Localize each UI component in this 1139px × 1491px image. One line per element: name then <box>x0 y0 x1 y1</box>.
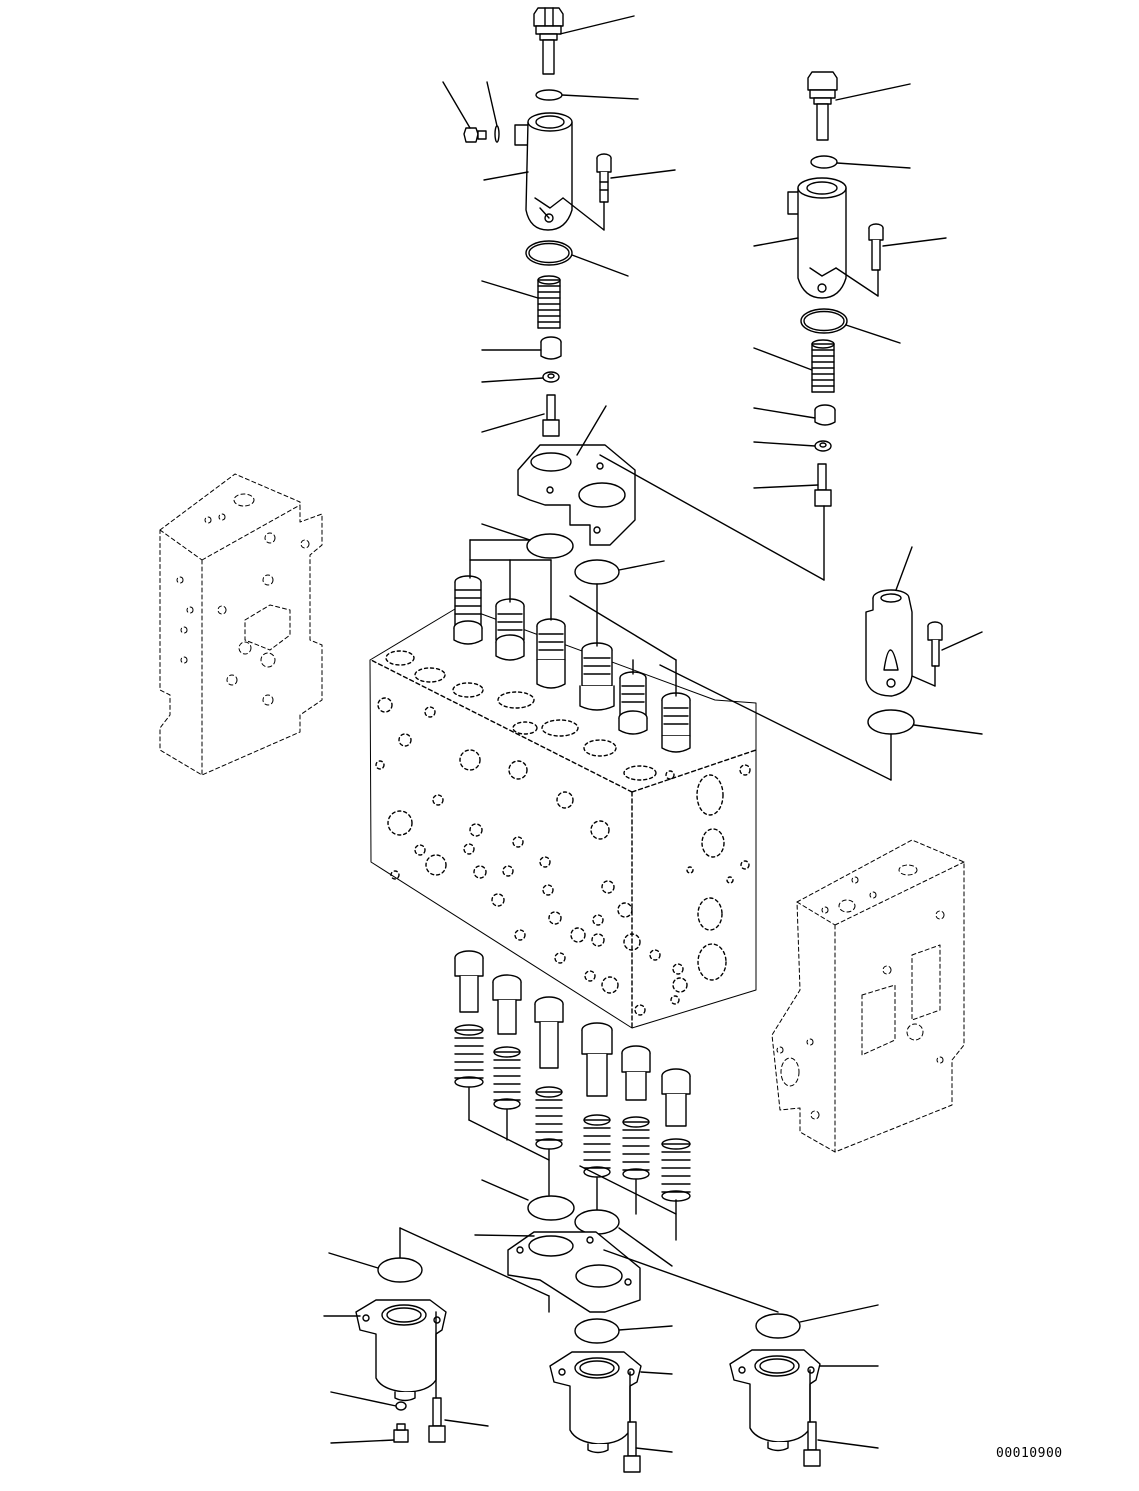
assembly-lines-lower <box>468 1087 677 1241</box>
socket-bolt <box>596 153 612 203</box>
lower-cover-cap-center <box>549 1351 642 1454</box>
spring-lower-6 <box>661 1138 691 1202</box>
end-cover-left <box>159 473 323 776</box>
lower-cover-cap-right <box>729 1349 821 1452</box>
spring-lower-4 <box>583 1114 611 1178</box>
spool-top-5 <box>618 671 648 735</box>
small-valve-right <box>659 546 983 781</box>
drawing-number: 00010900 <box>996 1446 1063 1461</box>
bolt-lower-center <box>623 1421 641 1473</box>
relief-valve-body <box>514 112 573 231</box>
washer-right <box>814 440 832 452</box>
lower-springs <box>454 1024 691 1202</box>
bolt-lower-right <box>803 1421 821 1467</box>
end-cover-right <box>771 839 965 1153</box>
bolt-lower-left <box>428 1397 446 1443</box>
callout-lines-lower <box>323 1179 879 1453</box>
plug-lower-left <box>393 1401 409 1443</box>
valve-spring <box>537 275 561 329</box>
spool-top-6 <box>661 692 691 753</box>
spool-top-3 <box>536 618 566 689</box>
retainer-bolt <box>542 394 560 437</box>
relief-plug-right <box>807 71 838 141</box>
lower-bolts <box>393 1397 821 1473</box>
spring-lower-2 <box>493 1046 521 1110</box>
o-ring-large-right-inner <box>803 310 845 332</box>
o-ring-large-right <box>800 308 848 334</box>
o-ring-top <box>535 89 563 101</box>
spool-lower-3 <box>534 996 564 1069</box>
o-ring-small-valve <box>867 709 915 735</box>
spool-top-1 <box>453 575 483 645</box>
spring-seat <box>540 336 562 360</box>
relief-valve-assembly-right <box>599 71 947 581</box>
spring-lower-1 <box>454 1024 484 1088</box>
o-ring-lower-a <box>527 1195 575 1221</box>
main-valve-block-ports <box>375 650 751 1016</box>
spool-lower-6 <box>661 1068 691 1127</box>
relief-valve-body-right <box>787 177 847 299</box>
o-ring-lower-d <box>377 1257 423 1283</box>
socket-bolt-right <box>868 223 884 271</box>
callout-lines-top <box>442 15 676 571</box>
spool-lower-1 <box>454 950 484 1013</box>
o-ring-large <box>525 240 573 266</box>
washer <box>542 371 560 383</box>
o-ring-lower-c <box>574 1318 620 1344</box>
breather-fitting <box>463 125 500 143</box>
manifold-plate-lower <box>507 1231 641 1313</box>
spool-lower-2 <box>492 974 522 1035</box>
spring-seat-right <box>814 404 836 426</box>
callout-lines-small-valve <box>659 546 983 781</box>
assembly-lines-upper <box>469 539 677 697</box>
callout-lines-right <box>599 83 947 581</box>
small-valve-body <box>865 589 913 697</box>
spring-lower-5 <box>622 1116 650 1180</box>
valve-spring-right <box>811 339 835 393</box>
o-ring-manifold-a <box>526 533 574 559</box>
manifold-plate-top <box>517 444 636 546</box>
spool-lower-5 <box>621 1045 651 1101</box>
spool-tops <box>453 575 691 753</box>
retainer-bolt-right <box>814 463 832 507</box>
spool-top-2 <box>495 598 525 661</box>
relief-valve-assembly-left <box>442 7 676 585</box>
o-ring-manifold-b <box>574 559 620 585</box>
lower-spools <box>454 950 691 1127</box>
o-ring-lower-b <box>574 1209 620 1235</box>
o-ring-right <box>810 155 838 169</box>
spring-lower-3 <box>535 1086 563 1150</box>
spool-top-4 <box>579 642 615 711</box>
o-ring-lower-e <box>755 1313 801 1339</box>
relief-plug-top <box>533 7 564 75</box>
spool-lower-4 <box>581 1022 613 1097</box>
small-socket-bolt <box>927 621 943 667</box>
o-ring-large-inner <box>528 242 570 264</box>
lower-cover-cap-left <box>355 1299 447 1402</box>
